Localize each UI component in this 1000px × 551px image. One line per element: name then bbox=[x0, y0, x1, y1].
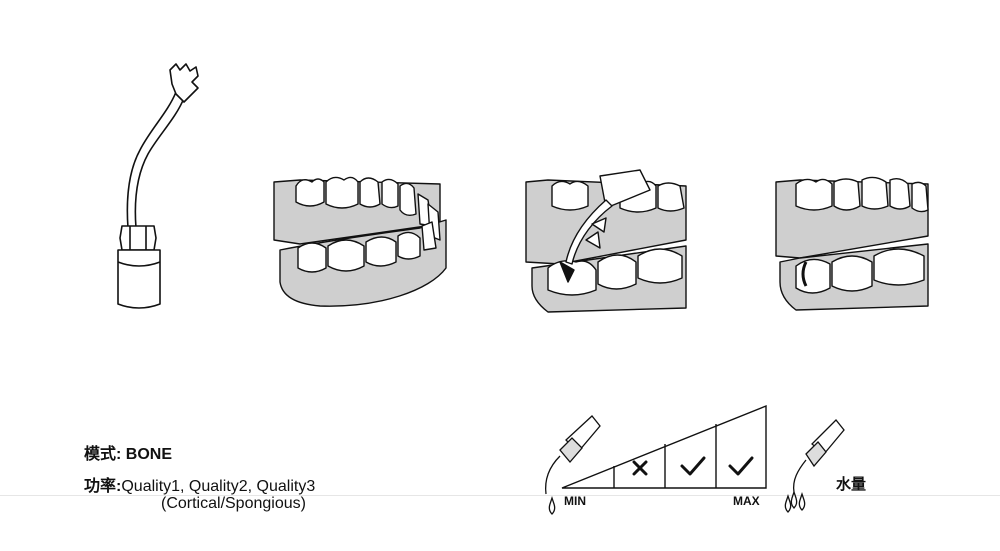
water-scale bbox=[561, 404, 767, 489]
power-value: Quality1, Quality2, Quality3 bbox=[121, 478, 316, 495]
power-detail: (Cortical/Spongious) bbox=[161, 495, 306, 512]
jaw-illustration-2 bbox=[525, 169, 687, 313]
water-handpiece-icon bbox=[784, 419, 845, 513]
jaw-illustration-3 bbox=[775, 176, 929, 311]
jaw-illustration-1 bbox=[273, 176, 447, 307]
bone-tip-illustration bbox=[117, 63, 199, 309]
cross-icon bbox=[632, 460, 648, 476]
scale-max-label: MAX bbox=[733, 494, 760, 508]
mode-label: 模式: bbox=[84, 446, 122, 463]
mode-value: BONE bbox=[125, 446, 173, 463]
power-label: 功率: bbox=[84, 478, 122, 495]
power-line: 功率:Quality1, Quality2, Quality3 bbox=[84, 472, 315, 496]
scale-min-label: MIN bbox=[564, 494, 586, 508]
check-icon bbox=[728, 456, 754, 476]
mode-line: 模式: BONE bbox=[84, 440, 172, 464]
check-icon bbox=[680, 456, 706, 476]
handpiece-icon bbox=[544, 415, 601, 515]
bottom-divider bbox=[0, 495, 1000, 496]
water-label: 水量 bbox=[836, 476, 867, 493]
